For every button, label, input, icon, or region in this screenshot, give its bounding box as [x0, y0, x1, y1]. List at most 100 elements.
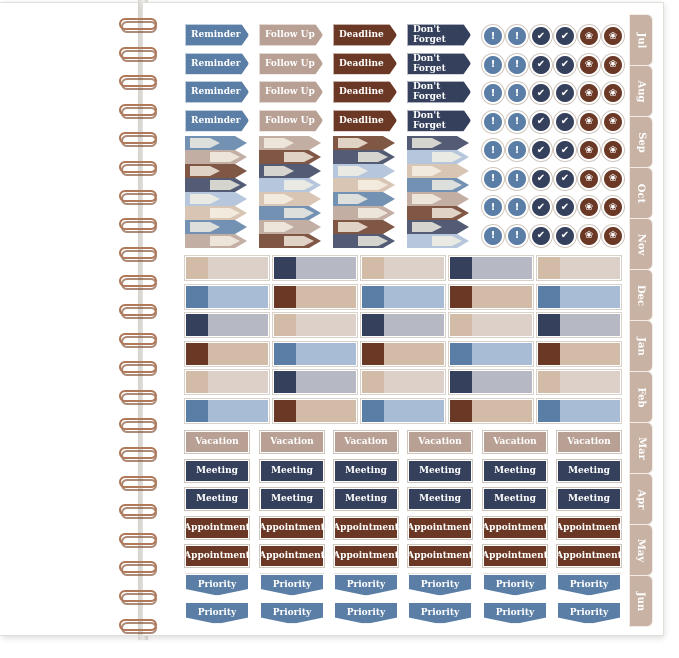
flag-sticker[interactable]: Deadline: [333, 52, 397, 75]
flag-sticker[interactable]: Reminder: [185, 52, 249, 75]
meeting-sticker[interactable]: Meeting: [408, 488, 472, 510]
month-tab-jun[interactable]: Jun: [629, 575, 653, 627]
exclamation-icon[interactable]: !: [506, 25, 528, 47]
flag-sticker[interactable]: Follow Up: [259, 52, 323, 75]
exclamation-icon[interactable]: !: [482, 110, 504, 133]
month-tab-may[interactable]: May: [629, 524, 653, 576]
priority-sticker[interactable]: Priority: [557, 573, 621, 596]
meeting-sticker[interactable]: Meeting: [557, 459, 621, 482]
flower-icon[interactable]: ❀: [602, 82, 624, 104]
bar-sticker[interactable]: [273, 370, 357, 394]
flower-icon[interactable]: ❀: [602, 167, 624, 190]
flag-sticker[interactable]: Don't Forget: [407, 81, 471, 103]
appointment-sticker[interactable]: Appointment: [333, 516, 399, 539]
check-icon[interactable]: ✔: [530, 110, 552, 133]
chevron-pattern-sticker[interactable]: [333, 136, 399, 248]
exclamation-icon[interactable]: !: [506, 82, 528, 104]
flower-icon[interactable]: ❀: [578, 196, 600, 218]
meeting-sticker[interactable]: Meeting: [334, 459, 398, 482]
bar-sticker[interactable]: [185, 370, 269, 394]
priority-sticker[interactable]: Priority: [185, 573, 249, 596]
flower-icon[interactable]: ❀: [602, 196, 624, 218]
bar-sticker[interactable]: [185, 284, 269, 309]
month-tab-dec[interactable]: Dec: [629, 269, 653, 321]
priority-sticker[interactable]: Priority: [483, 573, 547, 596]
bar-sticker[interactable]: [185, 341, 269, 366]
exclamation-icon[interactable]: !: [506, 139, 528, 161]
vacation-sticker[interactable]: Vacation: [260, 431, 324, 453]
check-icon[interactable]: ✔: [554, 82, 576, 104]
bar-sticker[interactable]: [361, 256, 445, 280]
exclamation-icon[interactable]: !: [482, 196, 504, 218]
check-icon[interactable]: ✔: [530, 224, 552, 247]
bar-sticker[interactable]: [361, 370, 445, 394]
flower-icon[interactable]: ❀: [578, 139, 600, 161]
flag-sticker[interactable]: Deadline: [333, 109, 397, 132]
flag-sticker[interactable]: Don't Forget: [407, 109, 471, 132]
exclamation-icon[interactable]: !: [506, 224, 528, 247]
exclamation-icon[interactable]: !: [482, 53, 504, 76]
priority-sticker[interactable]: Priority: [408, 602, 472, 624]
meeting-sticker[interactable]: Meeting: [185, 488, 249, 510]
flower-icon[interactable]: ❀: [578, 167, 600, 190]
bar-sticker[interactable]: [361, 341, 445, 366]
vacation-sticker[interactable]: Vacation: [334, 431, 398, 453]
exclamation-icon[interactable]: !: [506, 110, 528, 133]
priority-sticker[interactable]: Priority: [408, 573, 472, 596]
bar-sticker[interactable]: [185, 313, 269, 337]
flag-sticker[interactable]: Follow Up: [259, 81, 323, 103]
check-icon[interactable]: ✔: [530, 53, 552, 76]
flag-sticker[interactable]: Don't Forget: [407, 52, 471, 75]
flower-icon[interactable]: ❀: [602, 110, 624, 133]
appointment-sticker[interactable]: Appointment: [407, 545, 473, 567]
flower-icon[interactable]: ❀: [578, 53, 600, 76]
bar-sticker[interactable]: [185, 256, 269, 280]
meeting-sticker[interactable]: Meeting: [260, 459, 324, 482]
month-tab-jan[interactable]: Jan: [629, 320, 653, 372]
check-icon[interactable]: ✔: [554, 53, 576, 76]
check-icon[interactable]: ✔: [554, 110, 576, 133]
flag-sticker[interactable]: Don't Forget: [407, 24, 471, 46]
meeting-sticker[interactable]: Meeting: [408, 459, 472, 482]
appointment-sticker[interactable]: Appointment: [556, 516, 622, 539]
check-icon[interactable]: ✔: [554, 224, 576, 247]
chevron-pattern-sticker[interactable]: [407, 136, 473, 248]
priority-sticker[interactable]: Priority: [260, 602, 324, 624]
check-icon[interactable]: ✔: [530, 82, 552, 104]
appointment-sticker[interactable]: Appointment: [407, 516, 473, 539]
check-icon[interactable]: ✔: [554, 139, 576, 161]
check-icon[interactable]: ✔: [554, 25, 576, 47]
priority-sticker[interactable]: Priority: [334, 602, 398, 624]
check-icon[interactable]: ✔: [530, 196, 552, 218]
flower-icon[interactable]: ❀: [578, 25, 600, 47]
flower-icon[interactable]: ❀: [602, 139, 624, 161]
flag-sticker[interactable]: Reminder: [185, 24, 249, 46]
appointment-sticker[interactable]: Appointment: [259, 516, 325, 539]
bar-sticker[interactable]: [273, 398, 357, 423]
chevron-pattern-sticker[interactable]: [185, 136, 251, 248]
bar-sticker[interactable]: [273, 313, 357, 337]
exclamation-icon[interactable]: !: [482, 167, 504, 190]
check-icon[interactable]: ✔: [530, 25, 552, 47]
check-icon[interactable]: ✔: [530, 139, 552, 161]
priority-sticker[interactable]: Priority: [260, 573, 324, 596]
vacation-sticker[interactable]: Vacation: [185, 431, 249, 453]
bar-sticker[interactable]: [537, 341, 621, 366]
vacation-sticker[interactable]: Vacation: [557, 431, 621, 453]
bar-sticker[interactable]: [361, 313, 445, 337]
month-tab-nov[interactable]: Nov: [629, 218, 653, 270]
priority-sticker[interactable]: Priority: [185, 602, 249, 624]
exclamation-icon[interactable]: !: [506, 53, 528, 76]
vacation-sticker[interactable]: Vacation: [483, 431, 547, 453]
check-icon[interactable]: ✔: [554, 167, 576, 190]
exclamation-icon[interactable]: !: [482, 139, 504, 161]
appointment-sticker[interactable]: Appointment: [184, 545, 250, 567]
flag-sticker[interactable]: Reminder: [185, 109, 249, 132]
exclamation-icon[interactable]: !: [482, 25, 504, 47]
appointment-sticker[interactable]: Appointment: [259, 545, 325, 567]
vacation-sticker[interactable]: Vacation: [408, 431, 472, 453]
exclamation-icon[interactable]: !: [506, 196, 528, 218]
meeting-sticker[interactable]: Meeting: [483, 488, 547, 510]
flower-icon[interactable]: ❀: [578, 110, 600, 133]
exclamation-icon[interactable]: !: [506, 167, 528, 190]
